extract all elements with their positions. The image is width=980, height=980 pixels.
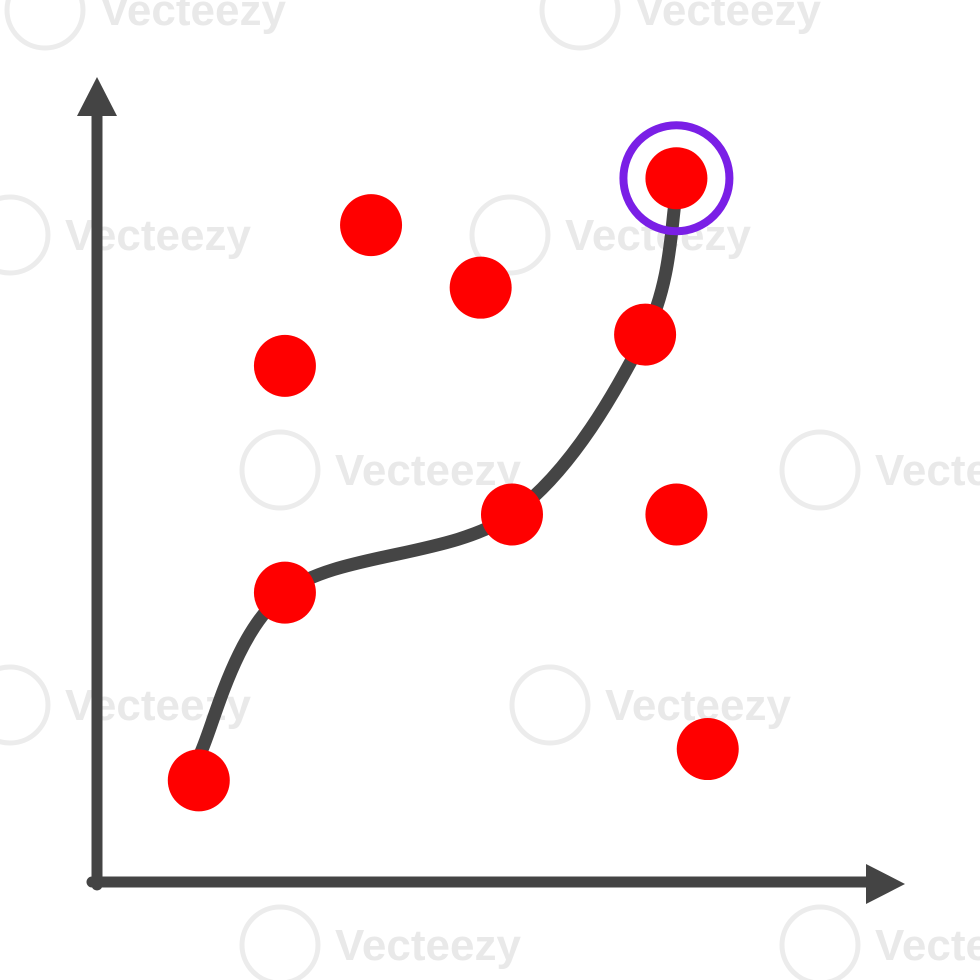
watermark-text: Vecteezy (100, 0, 286, 35)
data-point (676, 718, 739, 781)
data-points (167, 147, 739, 812)
watermark-text: Vecteezy (635, 0, 821, 35)
watermark-logo-icon (4, 0, 86, 51)
watermark-logo-icon (539, 0, 621, 51)
highlight-ring (619, 121, 734, 236)
data-point (449, 256, 512, 319)
x-axis-arrow-icon (866, 864, 905, 904)
watermark-logo-icon (779, 904, 861, 980)
watermark-logo-icon (239, 904, 321, 980)
data-point (340, 194, 403, 257)
y-axis-arrow-icon (77, 77, 117, 116)
watermark-logo-icon (0, 194, 51, 276)
data-point (614, 303, 677, 366)
watermark-logo-icon (239, 429, 321, 511)
watermark-text: Vecteezy (565, 211, 751, 260)
watermark-text: Vecteezy (335, 921, 521, 970)
watermark-logo-icon (779, 429, 861, 511)
watermark-logo-icon (509, 664, 591, 746)
watermark-logo-icon (0, 664, 51, 746)
watermark-text: Vecteezy (335, 446, 521, 495)
watermark-logo-icon (469, 194, 551, 276)
watermark-text: Vecteezy (875, 921, 980, 970)
data-point (645, 147, 708, 210)
watermark-text: Vecteezy (875, 446, 980, 495)
data-point (253, 561, 316, 624)
data-point (253, 334, 316, 397)
data-point (480, 483, 543, 546)
axes (77, 77, 905, 904)
data-point (167, 749, 230, 812)
data-point (645, 483, 708, 546)
